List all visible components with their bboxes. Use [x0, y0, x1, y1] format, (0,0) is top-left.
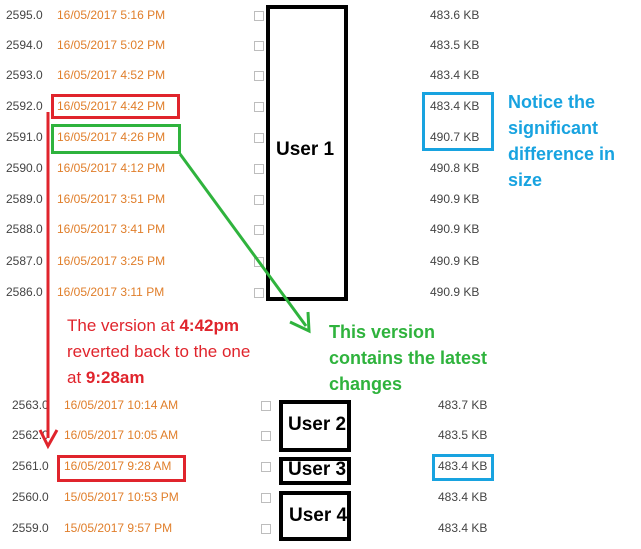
table-row[interactable]: 2589.0 16/05/2017 3:51 PM 490.9 KB [0, 192, 641, 212]
table-row[interactable]: 2588.0 16/05/2017 3:41 PM 490.9 KB [0, 222, 641, 242]
row-checkbox[interactable] [254, 41, 264, 51]
version-date-link[interactable]: 16/05/2017 3:11 PM [57, 285, 165, 299]
row-checkbox[interactable] [254, 133, 264, 143]
version-date-link[interactable]: 16/05/2017 3:25 PM [57, 254, 166, 268]
user1-box [266, 5, 348, 301]
revert-note: The version at 4:42pm reverted back to t… [67, 316, 251, 387]
row-checkbox[interactable] [261, 462, 271, 472]
size-difference-note: Notice the significant difference in siz… [508, 92, 616, 190]
version-number: 2586.0 [6, 285, 43, 299]
version-number: 2593.0 [6, 68, 43, 82]
file-size: 490.9 KB [430, 192, 480, 206]
table-row[interactable]: 2595.0 16/05/2017 5:16 PM 483.6 KB [0, 8, 641, 28]
file-size: 490.9 KB [430, 254, 480, 268]
row-checkbox[interactable] [254, 11, 264, 21]
version-date-link[interactable]: 16/05/2017 9:28 AM [64, 459, 172, 473]
table-row[interactable]: 2561.0 16/05/2017 9:28 AM 483.4 KB [0, 459, 641, 479]
version-number: 2560.0 [12, 490, 49, 504]
version-date-link[interactable]: 16/05/2017 3:41 PM [57, 222, 166, 236]
file-size: 483.4 KB [430, 99, 480, 113]
version-date-link[interactable]: 16/05/2017 10:14 AM [64, 398, 179, 412]
user4-box [279, 491, 351, 541]
row-checkbox[interactable] [254, 288, 264, 298]
highlight-928am [57, 455, 186, 482]
row-checkbox[interactable] [254, 71, 264, 81]
version-number: 2594.0 [6, 38, 43, 52]
version-number: 2561.0 [12, 459, 49, 473]
row-checkbox[interactable] [254, 195, 264, 205]
row-checkbox[interactable] [254, 225, 264, 235]
table-row[interactable]: 2559.0 15/05/2017 9:57 PM 483.4 KB [0, 521, 641, 541]
version-number: 2559.0 [12, 521, 49, 535]
file-size: 490.8 KB [430, 161, 480, 175]
table-row[interactable]: 2592.0 16/05/2017 4:42 PM 483.4 KB [0, 99, 641, 119]
row-checkbox[interactable] [261, 493, 271, 503]
file-size: 483.5 KB [430, 38, 480, 52]
green-arrow-head [289, 311, 311, 334]
highlight-426pm [51, 124, 181, 154]
table-row[interactable]: 2594.0 16/05/2017 5:02 PM 483.5 KB [0, 38, 641, 58]
version-number: 2592.0 [6, 99, 43, 113]
file-size: 483.4 KB [438, 490, 488, 504]
version-date-link[interactable]: 16/05/2017 4:42 PM [57, 99, 166, 113]
file-size: 483.4 KB [438, 521, 488, 535]
file-size: 490.9 KB [430, 222, 480, 236]
file-size: 483.7 KB [438, 398, 488, 412]
version-date-link[interactable]: 15/05/2017 10:53 PM [64, 490, 179, 504]
latest-changes-note: This version contains the latest changes [329, 322, 488, 394]
user4-label: User 4 [289, 505, 348, 526]
table-row[interactable]: 2560.0 15/05/2017 10:53 PM 483.4 KB [0, 490, 641, 510]
table-row[interactable]: 2593.0 16/05/2017 4:52 PM 483.4 KB [0, 68, 641, 88]
version-date-link[interactable]: 16/05/2017 10:05 AM [64, 428, 179, 442]
table-row[interactable]: 2563.0 16/05/2017 10:14 AM 483.7 KB [0, 398, 641, 418]
highlight-size-diff [422, 92, 494, 151]
user3-box [279, 457, 351, 485]
row-checkbox[interactable] [261, 401, 271, 411]
file-size: 490.9 KB [430, 285, 480, 299]
version-date-link[interactable]: 16/05/2017 4:26 PM [57, 130, 166, 144]
version-date-link[interactable]: 16/05/2017 5:02 PM [57, 38, 166, 52]
user2-box [279, 400, 351, 452]
version-number: 2591.0 [6, 130, 43, 144]
file-size: 483.5 KB [438, 428, 488, 442]
file-size: 490.7 KB [430, 130, 480, 144]
row-checkbox[interactable] [254, 102, 264, 112]
highlight-442pm [51, 94, 180, 119]
table-row[interactable]: 2590.0 16/05/2017 4:12 PM 490.8 KB [0, 161, 641, 181]
version-number: 2587.0 [6, 254, 43, 268]
user3-label: User 3 [288, 459, 347, 480]
table-row[interactable]: 2586.0 16/05/2017 3:11 PM 490.9 KB [0, 285, 641, 305]
highlight-size-928am [432, 454, 494, 481]
table-row[interactable]: 2591.0 16/05/2017 4:26 PM 490.7 KB [0, 130, 641, 150]
green-arrow-line [178, 153, 308, 327]
red-arrow-head [38, 429, 59, 450]
row-checkbox[interactable] [261, 524, 271, 534]
user2-label: User 2 [288, 414, 347, 435]
version-number: 2590.0 [6, 161, 43, 175]
version-number: 2595.0 [6, 8, 43, 22]
version-number: 2588.0 [6, 222, 43, 236]
file-size: 483.6 KB [430, 8, 480, 22]
version-date-link[interactable]: 16/05/2017 3:51 PM [57, 192, 166, 206]
version-number: 2563.0 [12, 398, 49, 412]
user1-label: User 1 [276, 139, 335, 160]
row-checkbox[interactable] [261, 431, 271, 441]
table-row[interactable]: 2562.0 16/05/2017 10:05 AM 483.5 KB [0, 428, 641, 448]
file-size: 483.4 KB [438, 459, 488, 473]
version-date-link[interactable]: 15/05/2017 9:57 PM [64, 521, 173, 535]
row-checkbox[interactable] [254, 164, 264, 174]
version-date-link[interactable]: 16/05/2017 4:12 PM [57, 161, 166, 175]
version-date-link[interactable]: 16/05/2017 5:16 PM [57, 8, 166, 22]
version-date-link[interactable]: 16/05/2017 4:52 PM [57, 68, 166, 82]
file-size: 483.4 KB [430, 68, 480, 82]
version-number: 2589.0 [6, 192, 43, 206]
